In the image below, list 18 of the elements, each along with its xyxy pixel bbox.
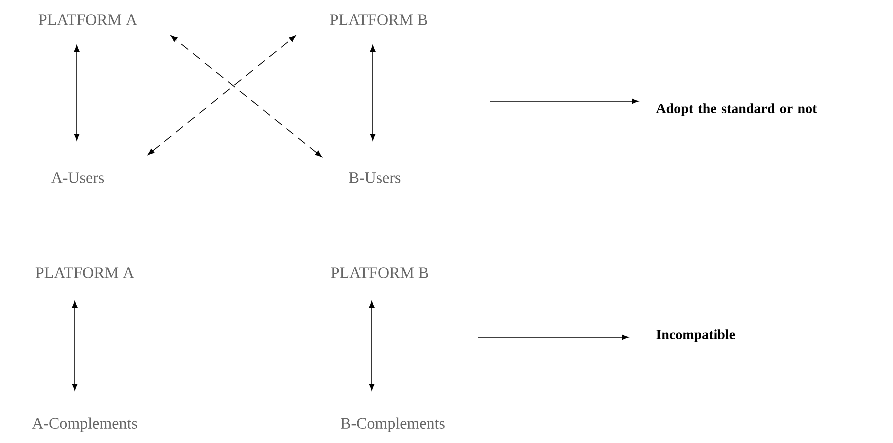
- arrow: [369, 301, 375, 391]
- dashed-arrow: [148, 36, 296, 156]
- label-text: PLATFORM B: [330, 14, 428, 26]
- arrow: [74, 45, 80, 141]
- arrow: [490, 98, 639, 104]
- label-text: B-Users: [349, 172, 401, 184]
- result-text: Incompatible: [656, 330, 736, 342]
- result-text: Adopt the standard or not: [656, 104, 818, 116]
- label-text: A-Users: [52, 172, 104, 184]
- arrow: [478, 334, 629, 340]
- label-text: PLATFORM B: [331, 268, 428, 278]
- dashed-arrow: [170, 36, 322, 158]
- arrow: [72, 301, 78, 391]
- label-text: B-Complements: [341, 418, 445, 432]
- label-text: PLATFORM A: [38, 14, 138, 26]
- label-text: A-Complements: [32, 418, 138, 432]
- label-text: PLATFORM A: [36, 268, 134, 278]
- arrow: [370, 45, 376, 141]
